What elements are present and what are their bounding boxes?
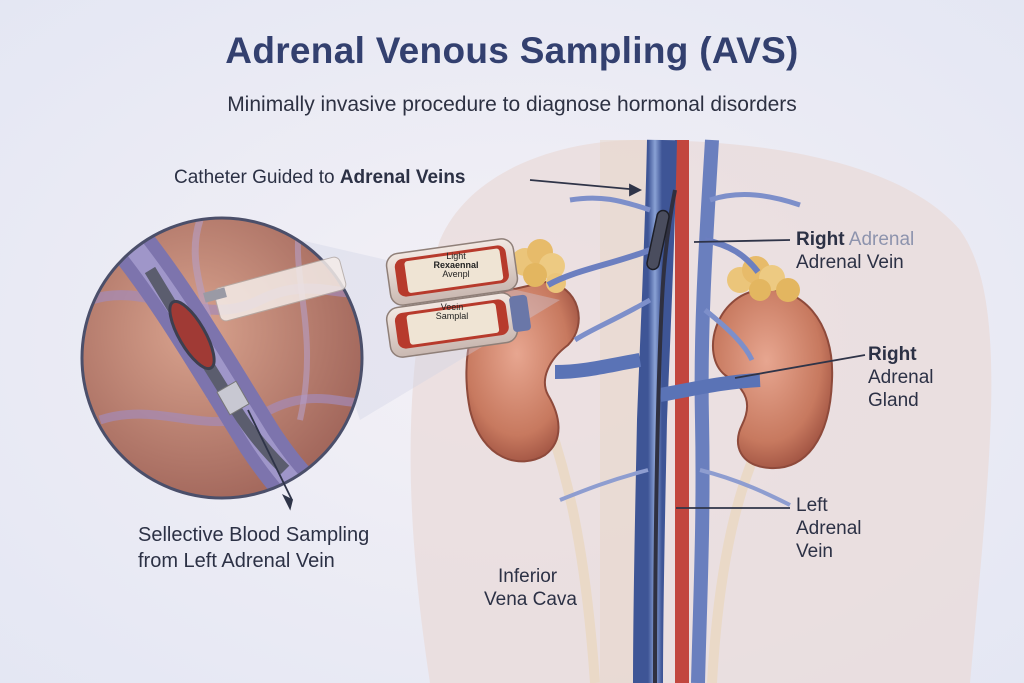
label-ivc-2: Vena Cava	[484, 589, 577, 610]
renal-vein-left-side	[658, 373, 761, 402]
label-inferior-vena-cava: Inferior Vena Cava	[484, 565, 577, 611]
label-rag-1: Right	[868, 344, 917, 365]
zoom-inset-border	[80, 216, 364, 500]
label-ivc-1: Inferior	[498, 566, 558, 587]
blood-tube-1	[385, 238, 519, 306]
catheter	[653, 189, 677, 683]
label-sel-2: from Left Adrenal Vein	[138, 550, 335, 572]
label-rav-line2: Adrenal Vein	[796, 252, 904, 273]
label-catheter-bold: Adrenal Veins	[339, 167, 466, 188]
branch-8	[699, 468, 791, 507]
leader-lines	[247, 179, 866, 511]
label-lav-1: Left	[796, 495, 828, 516]
label-catheter-prefix: Catheter Guided to	[174, 167, 340, 188]
adrenal-gland-left-side	[727, 256, 800, 302]
tube-1-label: Light Rexaennal Avenpl	[404, 252, 508, 279]
label-right-adrenal-vein: Right Adrenal Adrenal Vein	[796, 228, 914, 274]
catheter-tip	[646, 209, 670, 271]
renal-vein-right-side	[554, 353, 642, 379]
branch-5	[573, 297, 652, 343]
page-title: Adrenal Venous Sampling (AVS)	[225, 30, 799, 71]
page-subtitle: Minimally invasive procedure to diagnose…	[227, 93, 797, 116]
label-right-adrenal-gland: Right Adrenal Gland	[868, 343, 934, 412]
label-rav-bold: Right	[796, 229, 845, 250]
tube-1-line-3: Avenpl	[442, 269, 470, 279]
syringe	[203, 256, 347, 322]
tube-1-line-2: Rexaennal	[433, 260, 479, 270]
label-lav-3: Vein	[796, 541, 833, 562]
tube-2-line-2: Samplal	[435, 311, 469, 321]
branch-7	[559, 468, 649, 502]
kidney-left-side	[711, 288, 834, 470]
blood-tube-2	[385, 292, 531, 358]
tube-1-line-1: Light	[446, 251, 466, 261]
label-catheter: Catheter Guided to Adrenal Veins	[174, 166, 466, 189]
branch-1	[546, 247, 652, 288]
label-selective-sampling: Sellective Blood Sampling from Left Adre…	[138, 522, 369, 574]
label-sel-1: Sellective Blood Sampling	[138, 524, 370, 546]
label-rag-2: Adrenal	[868, 367, 934, 388]
left-vein-trunk	[691, 139, 719, 683]
branch-6	[703, 308, 755, 362]
label-rag-3: Gland	[868, 390, 919, 411]
tube-2-label: Veein Samplal	[402, 303, 502, 321]
label-rav-garbled: Adrenal	[848, 229, 915, 250]
branch-4	[709, 192, 801, 208]
branch-3	[569, 195, 651, 213]
label-left-adrenal-vein: Left Adrenal Vein	[796, 494, 862, 563]
tube-2-line-1: Veein	[440, 302, 464, 312]
label-lav-2: Adrenal	[796, 518, 862, 539]
